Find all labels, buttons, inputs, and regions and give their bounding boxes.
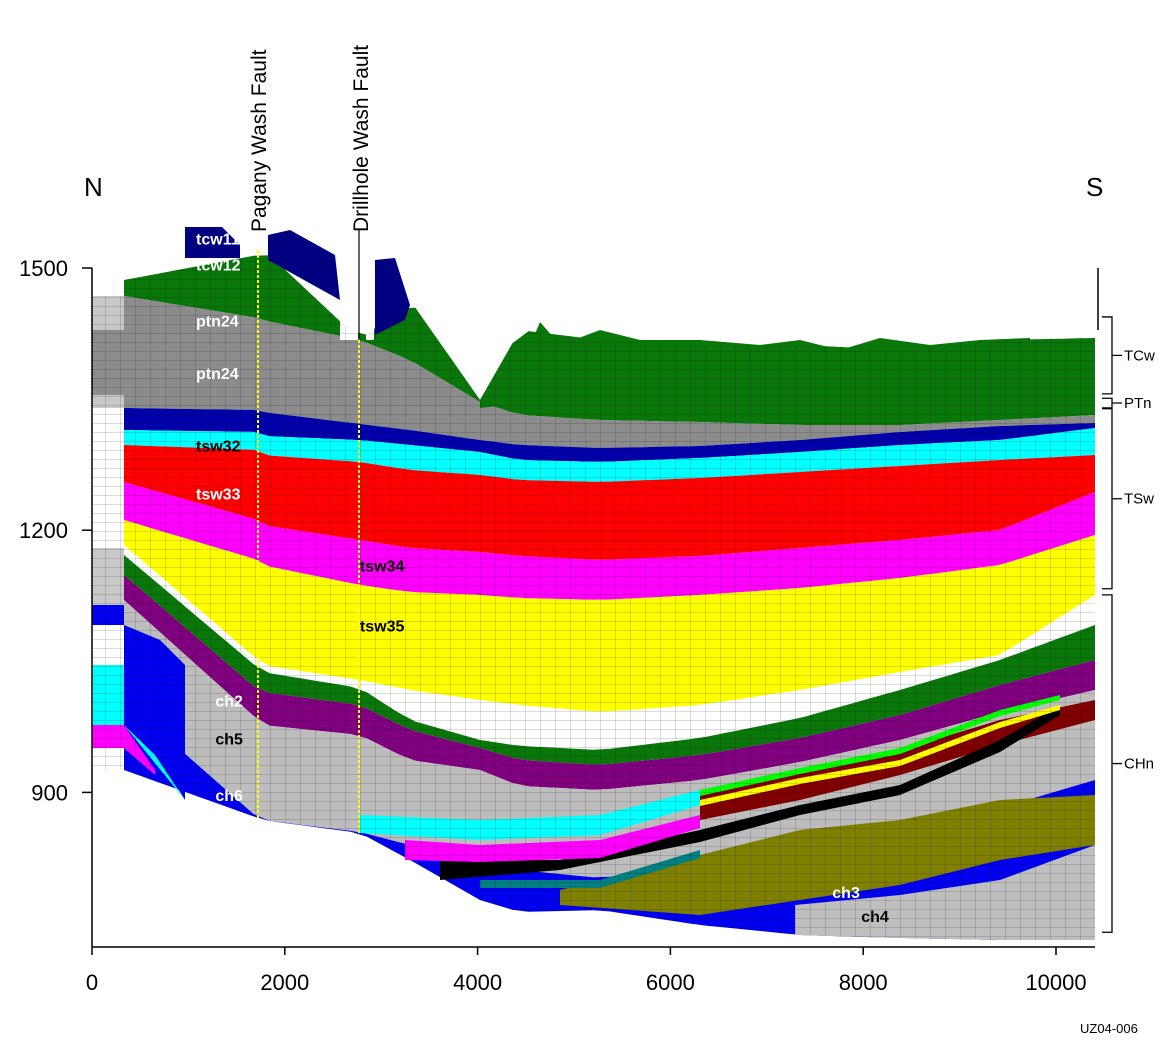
x-tick-label: 6000 [646, 970, 695, 995]
y-axis-ticks: 1500 1200 900 [19, 256, 92, 805]
bracket-tsw [1102, 408, 1122, 590]
top-cap-0 [185, 227, 240, 258]
fault-gap-1 [366, 255, 374, 340]
y-tick-label: 1200 [19, 518, 68, 543]
x-tick-label: 0 [86, 970, 98, 995]
unit-label-ptn24: ptn24 [196, 366, 239, 383]
unit-label-tcw11: tcw11 [196, 231, 240, 248]
bracket-chn [1102, 594, 1122, 933]
group-label-tcw: TCw [1124, 347, 1155, 364]
unit-label-ch4: ch4 [861, 909, 889, 926]
group-label-ptn: PTn [1124, 395, 1152, 412]
bracket-ptn [1102, 397, 1122, 409]
group-label-tsw: TSw [1124, 491, 1154, 508]
x-tick-label: 4000 [453, 970, 502, 995]
unit-labels: tcw11 tcw12 ptn24 ptn24 tsw32 tsw33 tsw34 tsw35… [196, 231, 889, 925]
bracket-tcw [1102, 316, 1122, 395]
unit-label-ch6: ch6 [215, 788, 243, 805]
unit-label-tsw32: tsw32 [196, 439, 241, 456]
group-label-chn: CHn [1124, 756, 1154, 773]
direction-north: N [84, 172, 103, 202]
x-tick-label: 8000 [839, 970, 888, 995]
unit-label-ch3: ch3 [832, 885, 860, 902]
top-cap-1 [268, 230, 340, 300]
fault-lines [257, 230, 360, 833]
y-tick-label: 1500 [19, 256, 68, 281]
figure-id: UZ04-006 [1080, 1021, 1138, 1036]
fault-label-pagany: Pagany Wash Fault [248, 49, 271, 232]
direction-south: S [1086, 172, 1103, 202]
fault-gap-0 [340, 245, 358, 340]
unit-label-tsw33: tsw33 [196, 487, 241, 504]
unit-label-tcw12: tcw12 [196, 258, 241, 275]
unit-label-ptn24: ptn24 [196, 314, 239, 331]
unit-label-ch5: ch5 [215, 731, 243, 748]
fault-label-drillhole: Drillhole Wash Fault [350, 45, 373, 232]
unit-label-tsw35: tsw35 [360, 619, 405, 636]
unit-label-tsw34: tsw34 [360, 558, 405, 575]
x-tick-label: 2000 [260, 970, 309, 995]
y-tick-label: 900 [31, 780, 68, 805]
model-grid [92, 255, 1095, 940]
x-axis-ticks: 0 2000 4000 6000 8000 10000 [86, 947, 1087, 995]
x-tick-label: 10000 [1025, 970, 1086, 995]
axes [91, 268, 1095, 948]
unit-label-ch2: ch2 [215, 694, 243, 711]
